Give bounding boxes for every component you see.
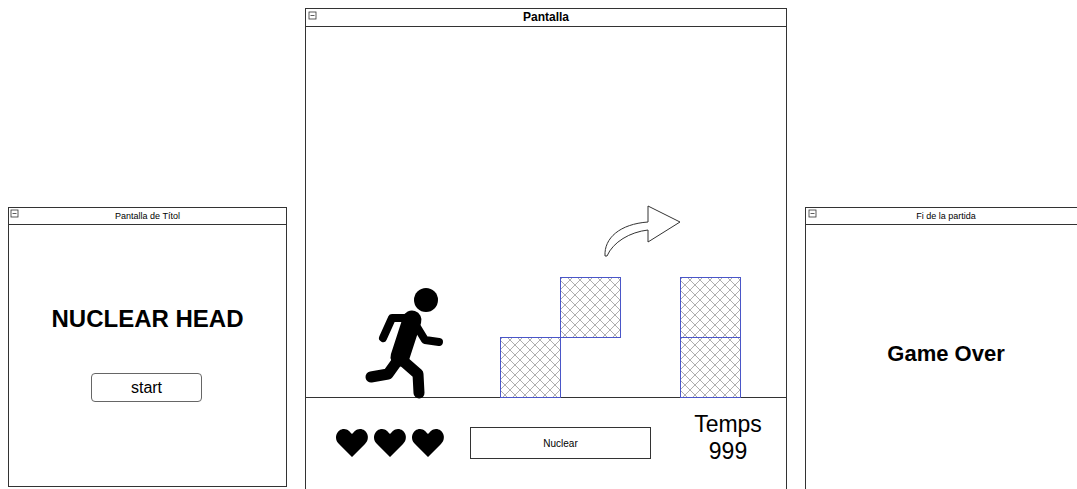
runner-head [414,288,438,312]
blocks [501,278,741,398]
game-over-window: Fi de la partidaGame Over [805,207,1077,489]
time-value: 999 [678,438,778,464]
nuclear-box: Nuclear [470,427,651,459]
life-hearts [336,429,444,457]
runner-back-leg [371,360,398,377]
game-screen-window: PantallaTemps999 Nuclear [305,8,787,489]
time-label: Temps [678,411,778,437]
window-icon [809,210,816,217]
runner-torso [400,320,412,357]
window-title: Fi de la partida [806,208,1077,225]
window-title: Pantalla de Títol [9,208,286,225]
window-icon [11,210,18,217]
heart-icon [336,429,368,457]
game-title: NUCLEAR HEAD [9,305,286,333]
jump-arrow [605,206,680,256]
game-over-text: Game Over [806,341,1077,366]
window-icon-minus [311,15,315,16]
window-icon-minus [13,213,17,214]
button-label: start [131,379,162,397]
crate-block [501,338,561,398]
window-icons [11,12,816,217]
crate-block [561,278,621,338]
window-icon [309,12,316,19]
runner-front-arm [414,322,439,342]
heart-icon [374,429,406,457]
start-button: start [91,373,202,402]
crate-block [681,278,741,338]
runner-front-leg [402,360,419,393]
runner-figure [371,288,439,393]
crate-block [681,338,741,398]
window-title: Pantalla [306,9,786,27]
runner-back-arm [383,318,412,338]
title-screen-window: Pantalla de TítolNUCLEAR HEAD start [8,207,287,487]
button-label: Nuclear [543,438,577,449]
window-icon-minus [811,213,815,214]
heart-icon [412,429,444,457]
